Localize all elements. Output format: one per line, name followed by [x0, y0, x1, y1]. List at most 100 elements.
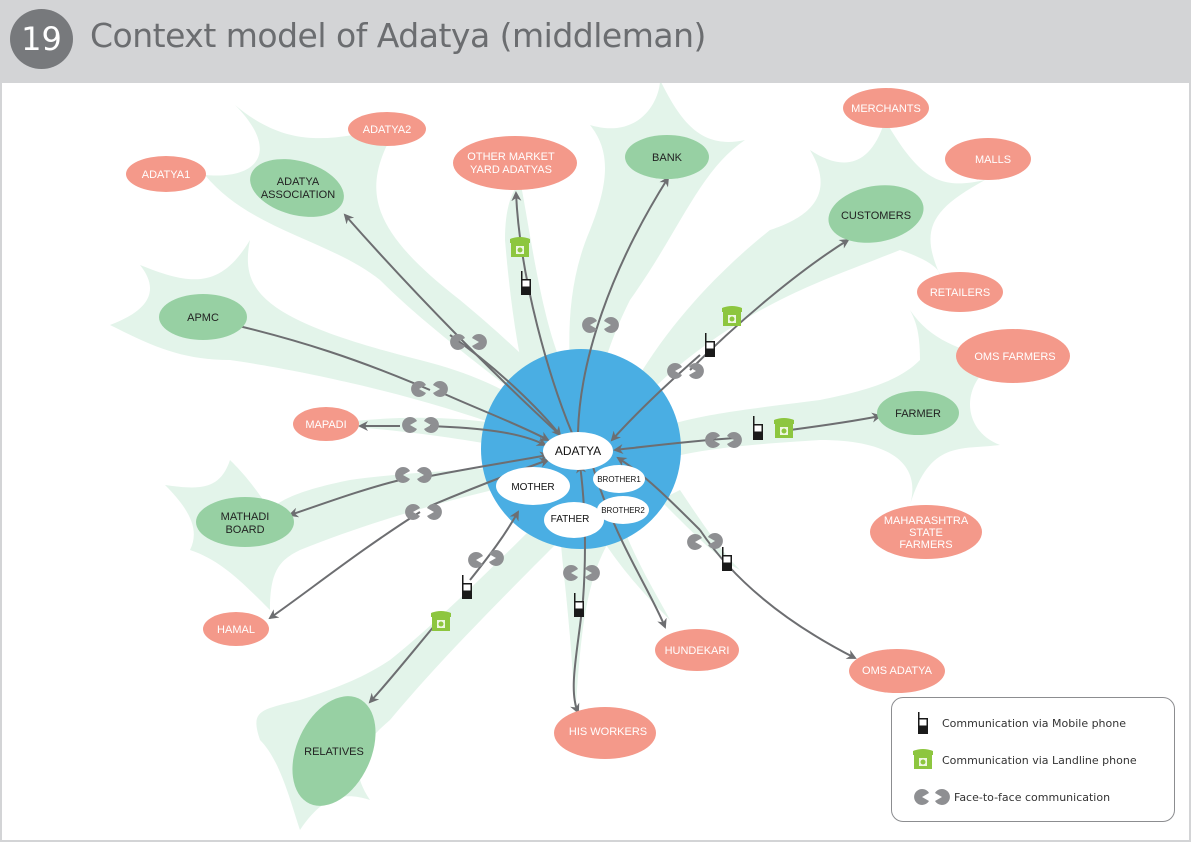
svg-text:FARMER: FARMER	[895, 408, 941, 420]
svg-text:RETAILERS: RETAILERS	[930, 287, 990, 299]
face-to-face-icon	[914, 788, 950, 805]
node-oms-farmers: OMS FARMERS	[956, 329, 1070, 383]
arrow-from-oms-adatya	[616, 456, 701, 531]
arrow-from-relatives	[469, 510, 519, 581]
arrow-to-hundekari	[592, 466, 667, 629]
node-hamal: HAMAL	[203, 612, 269, 646]
svg-text:BROTHER1: BROTHER1	[597, 475, 641, 484]
arrow-from-customers	[610, 354, 701, 442]
blob-apmc	[110, 240, 570, 450]
svg-text:OMS ADATYA: OMS ADATYA	[862, 665, 933, 677]
legend: Communication via Mobile phone Communica…	[891, 697, 1175, 822]
node-relatives: RELATIVES	[292, 696, 376, 806]
legend-label-landline: Communication via Landline phone	[942, 753, 1137, 767]
mobile-phone-icon	[918, 712, 928, 734]
node-apmc: APMC	[159, 294, 247, 340]
section-number-badge: 19	[10, 9, 73, 69]
svg-text:BANK: BANK	[652, 152, 683, 164]
arrow-from-apmc	[439, 391, 550, 441]
connection-arrows	[220, 176, 882, 714]
landline-phone-icon	[774, 418, 794, 438]
svg-text:OMS FARMERS: OMS FARMERS	[974, 351, 1055, 363]
node-mapadi: MAPADI	[293, 407, 359, 441]
svg-text:MERCHANTS: MERCHANTS	[851, 103, 921, 115]
node-adatya2: ADATYA2	[348, 112, 426, 146]
node-brother2: BROTHER2	[597, 496, 649, 524]
svg-text:RELATIVES: RELATIVES	[304, 746, 364, 758]
landline-phone-icon	[722, 306, 742, 326]
face-icon	[687, 533, 702, 550]
svg-text:ADATYA2: ADATYA2	[363, 124, 412, 136]
page-title: Context model of Adatya (middleman)	[90, 16, 706, 55]
arrow-to-bank	[577, 176, 670, 433]
landline-phone-icon	[510, 237, 530, 257]
node-farmer: FARMER	[877, 391, 959, 435]
blob-bank	[569, 83, 745, 440]
arrow-to-mathadi	[288, 479, 401, 518]
svg-text:FARMERS: FARMERS	[899, 539, 952, 551]
node-malls: MALLS	[945, 138, 1031, 180]
svg-text:MATHADI: MATHADI	[221, 511, 270, 523]
svg-text:ADATYA: ADATYA	[555, 444, 601, 458]
arrow-from-mathadi	[419, 451, 550, 479]
arrow-to-oms-adatya	[699, 529, 857, 659]
legend-item-landline: Communication via Landline phone	[912, 749, 1137, 770]
svg-text:HIS WORKERS: HIS WORKERS	[569, 726, 647, 738]
svg-text:HUNDEKARI: HUNDEKARI	[665, 645, 730, 657]
face-icon	[468, 551, 483, 568]
legend-item-mobile: Communication via Mobile phone	[912, 712, 1127, 734]
svg-text:BROTHER2: BROTHER2	[601, 506, 645, 515]
landline-phone-icon	[913, 749, 933, 769]
node-retailers: RETAILERS	[917, 272, 1003, 312]
arrow-to-other-market	[511, 191, 573, 434]
landline-phone-icon	[431, 611, 451, 631]
arrow-from-farmer	[613, 437, 736, 455]
svg-text:ASSOCIATION: ASSOCIATION	[261, 189, 335, 201]
center-nodes: ADATYA MOTHER FATHER BROTHER1 BROTHER2	[496, 432, 649, 538]
node-father: FATHER	[544, 502, 604, 538]
arrow-from-association	[449, 334, 562, 437]
node-his-workers: HIS WORKERS	[554, 707, 656, 759]
face-icon	[427, 503, 442, 520]
header: 19 Context model of Adatya (middleman)	[0, 0, 1191, 82]
arrow-to-farmer	[789, 412, 882, 431]
node-bank: BANK	[625, 135, 709, 179]
svg-text:CUSTOMERS: CUSTOMERS	[841, 210, 911, 222]
svg-text:MOTHER: MOTHER	[511, 482, 554, 493]
blob-mathadi	[165, 460, 580, 610]
arrow-to-hamal	[268, 511, 421, 620]
face-icon	[689, 362, 704, 379]
arrow-from-mapadi	[429, 425, 547, 446]
arrow-to-apmc	[220, 318, 431, 391]
legend-label-mobile: Communication via Mobile phone	[942, 716, 1127, 730]
node-mother: MOTHER	[496, 467, 570, 505]
legend-item-face: Face-to-face communication	[912, 787, 1110, 807]
svg-text:MAHARASHTRA: MAHARASHTRA	[884, 515, 969, 527]
node-merchants: MERCHANTS	[843, 88, 929, 128]
node-customers: CUSTOMERS	[828, 185, 924, 243]
node-brother1: BROTHER1	[593, 465, 645, 493]
blob-farmer	[620, 310, 1000, 505]
svg-text:HAMAL: HAMAL	[217, 624, 255, 636]
arrow-from-hamal	[429, 457, 550, 507]
svg-text:OTHER MARKET: OTHER MARKET	[467, 151, 555, 163]
legend-label-face: Face-to-face communication	[954, 790, 1111, 804]
svg-text:MALLS: MALLS	[975, 154, 1011, 166]
svg-text:STATE: STATE	[909, 527, 943, 539]
svg-text:ADATYA1: ADATYA1	[142, 169, 191, 181]
svg-text:ADATYA: ADATYA	[277, 176, 320, 188]
node-adatya-main: ADATYA	[543, 432, 613, 470]
mobile-phone-icon	[722, 547, 732, 571]
arrow-to-relatives	[368, 624, 436, 704]
svg-text:BOARD: BOARD	[225, 524, 264, 536]
node-adatya1: ADATYA1	[126, 156, 206, 192]
node-hundekari: HUNDEKARI	[655, 629, 739, 671]
svg-text:MAPADI: MAPADI	[305, 419, 346, 431]
